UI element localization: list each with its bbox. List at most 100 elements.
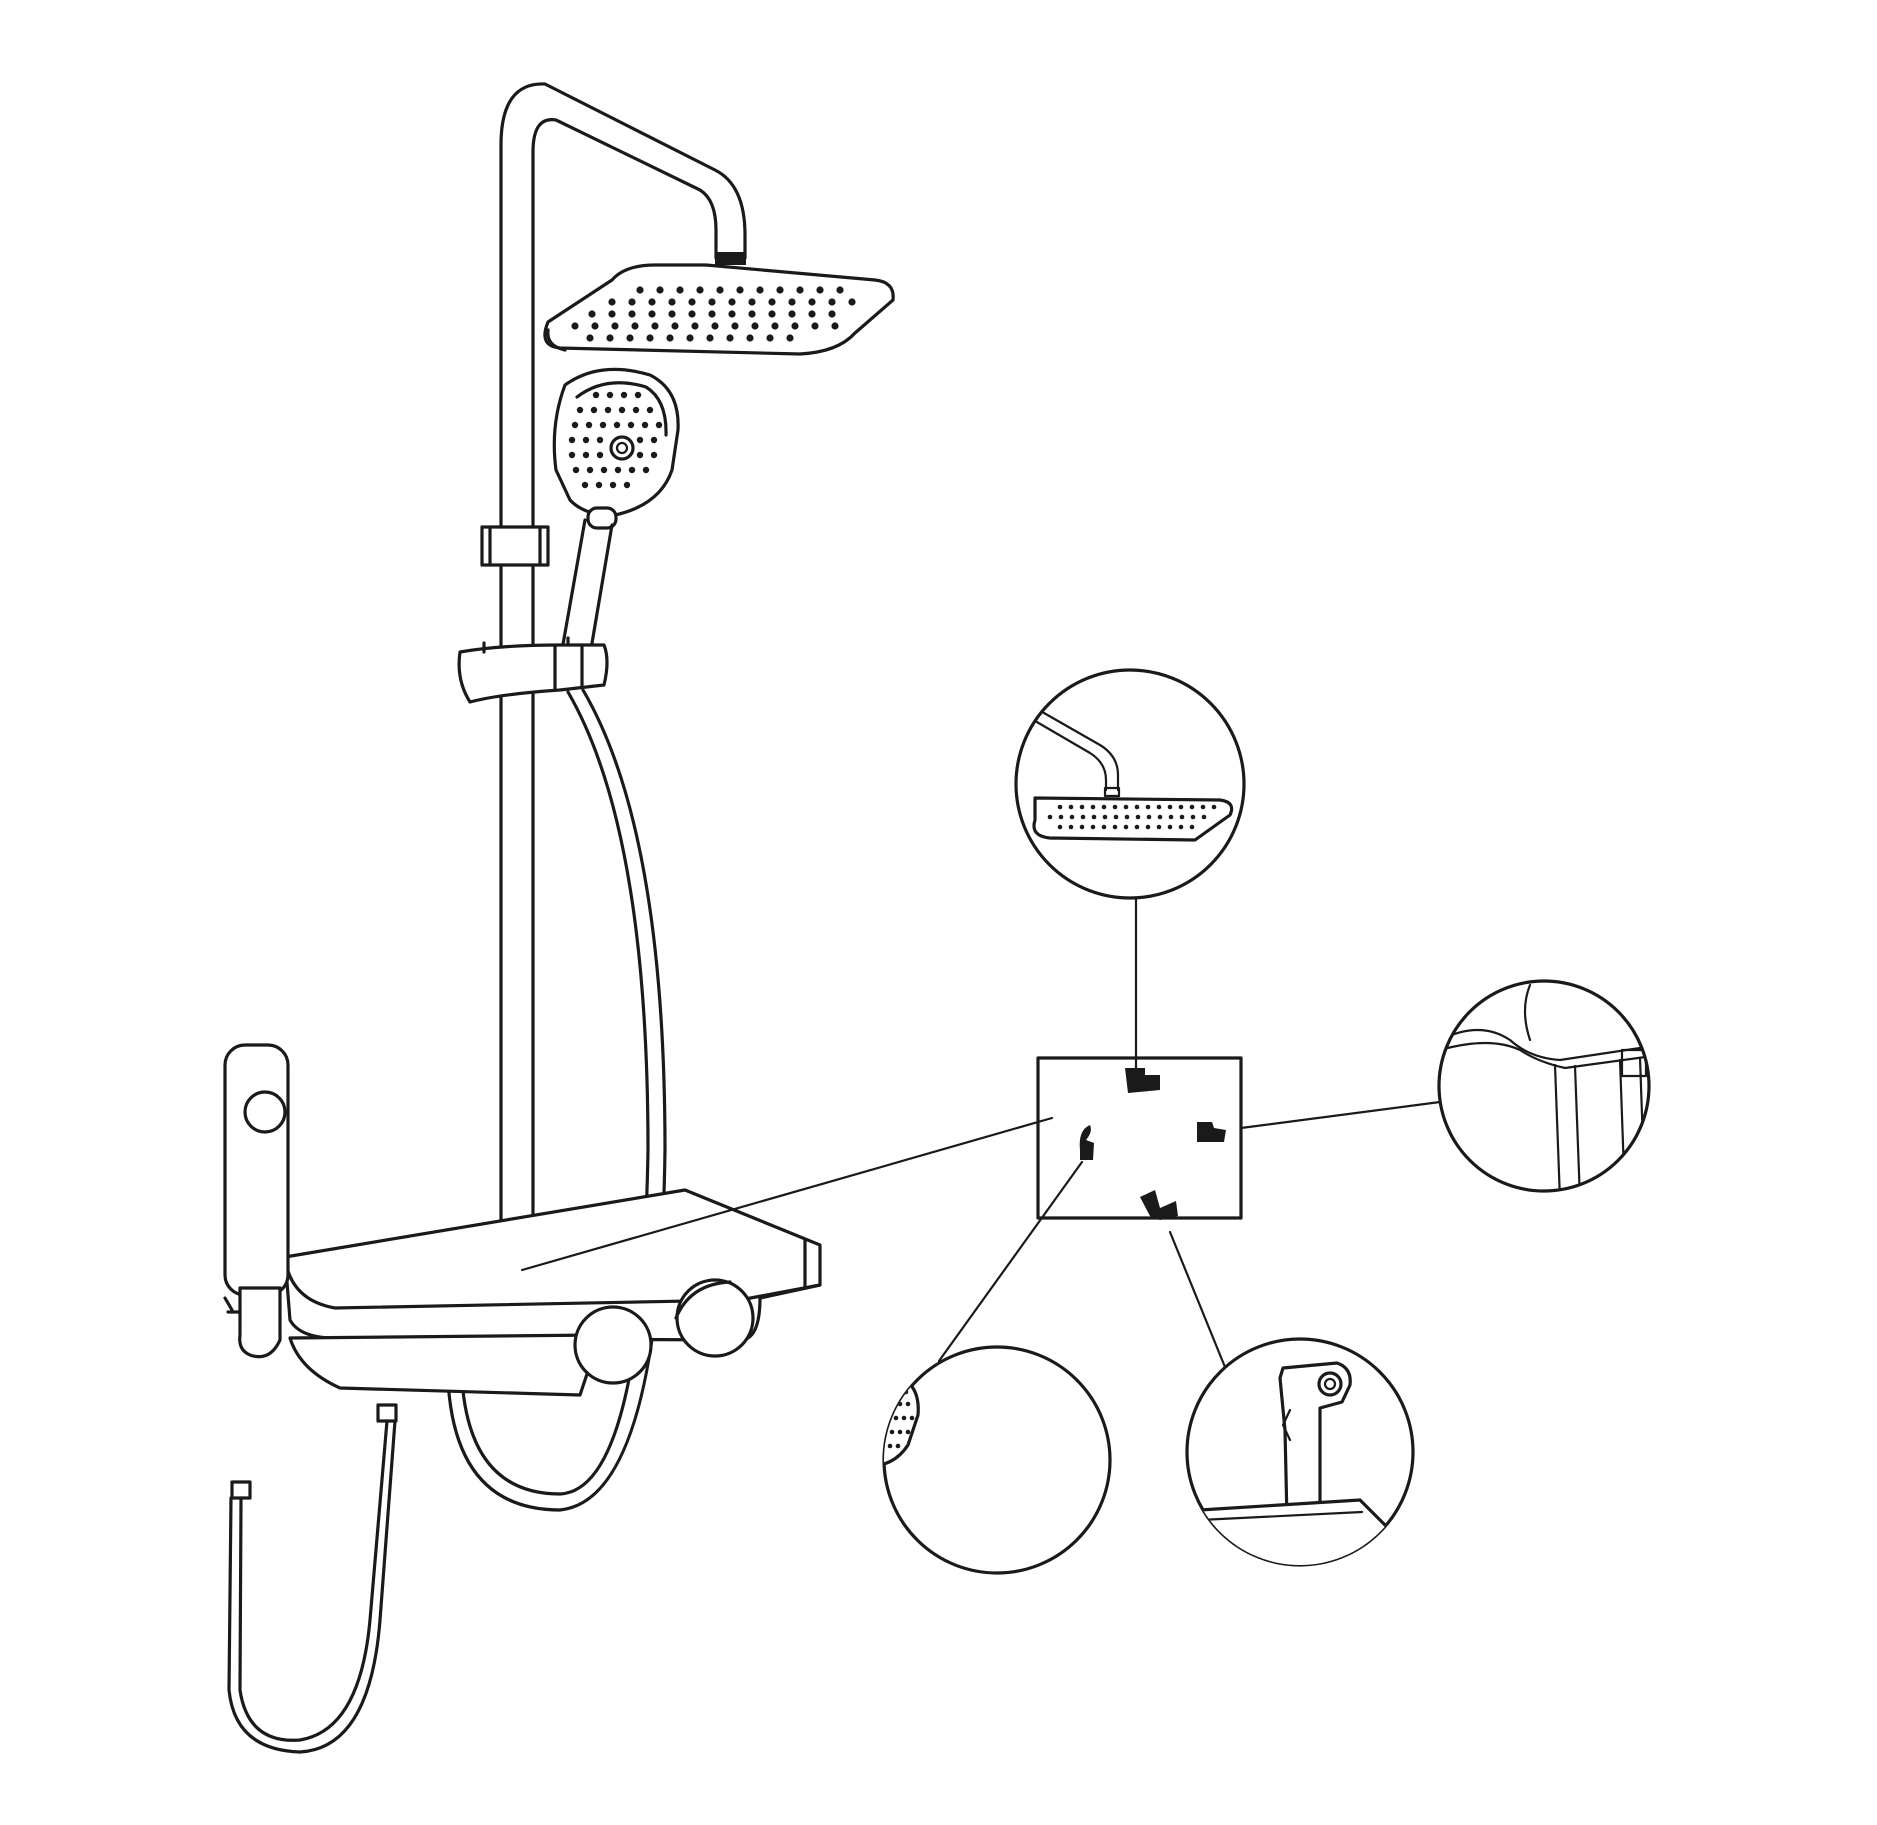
nozzle-dot	[708, 298, 716, 306]
nozzle-dot	[613, 421, 621, 429]
nozzle-dot	[905, 1429, 911, 1435]
nozzle-dot	[736, 286, 744, 294]
nozzle-dot	[791, 322, 799, 330]
nozzle-dot	[1068, 824, 1074, 830]
nozzle-dot	[1058, 814, 1064, 820]
nozzle-dot	[1112, 804, 1118, 810]
nozzle-dot	[771, 322, 779, 330]
nozzle-dot	[901, 1415, 907, 1421]
nozzle-dot	[611, 322, 619, 330]
nozzle-dot	[746, 334, 754, 342]
nozzle-dot	[889, 1429, 895, 1435]
nozzle-dot	[628, 466, 636, 474]
nozzle-dot	[1168, 814, 1174, 820]
nozzle-dot	[608, 298, 616, 306]
nozzle-dot	[646, 334, 654, 342]
nozzle-dot	[728, 310, 736, 318]
nozzle-dot	[628, 298, 636, 306]
hand-shower-detail	[858, 1345, 1112, 1575]
nozzle-dot	[768, 310, 776, 318]
nozzle-dot	[864, 1444, 869, 1449]
nozzle-dot	[634, 391, 642, 399]
nozzle-dot	[620, 391, 628, 399]
nozzle-dot	[618, 406, 626, 414]
nozzle-dot	[591, 322, 599, 330]
nozzle-dot	[1080, 814, 1086, 820]
nozzle-dot	[1057, 824, 1063, 830]
nozzle-dot	[596, 451, 604, 459]
nozzle-dot	[642, 466, 650, 474]
nozzle-dot	[1201, 814, 1207, 820]
nozzle-dot	[786, 334, 794, 342]
nozzle-dot	[604, 406, 612, 414]
nozzle-dot	[831, 322, 839, 330]
nozzle-dot	[866, 1416, 871, 1421]
nozzle-dot	[576, 406, 584, 414]
overhead-shower-head	[543, 252, 895, 356]
marker-bottom	[1140, 1190, 1178, 1220]
nozzle-dot	[596, 436, 604, 444]
nozzle-dot	[599, 421, 607, 429]
nozzle-dot	[691, 322, 699, 330]
nozzle-dot	[1047, 814, 1053, 820]
nozzle-dot	[776, 286, 784, 294]
nozzle-dot	[1090, 804, 1096, 810]
nozzle-dot	[1189, 824, 1195, 830]
nozzle-dot	[1079, 824, 1085, 830]
nozzle-dot	[874, 1430, 879, 1435]
nozzle-dot	[1200, 804, 1206, 810]
hand-shower-holder	[457, 525, 609, 704]
nozzle-dot	[1156, 824, 1162, 830]
nozzle-dot	[592, 391, 600, 399]
shelf-corner-detail	[1437, 979, 1651, 1193]
hand-nozzle-dots	[568, 391, 663, 489]
nozzle-dot	[623, 481, 631, 489]
nozzle-dot	[636, 436, 644, 444]
nozzle-dot	[884, 1389, 885, 1395]
nozzle-dot	[1146, 814, 1152, 820]
nozzle-dot	[1101, 824, 1107, 830]
nozzle-dot	[1102, 814, 1108, 820]
nozzle-dot	[1057, 804, 1063, 810]
nozzle-dot	[808, 298, 816, 306]
nozzle-dot	[582, 451, 590, 459]
nozzle-dot	[627, 421, 635, 429]
nozzle-dot	[751, 322, 759, 330]
nozzle-dot	[768, 298, 776, 306]
nozzle-dot	[586, 334, 594, 342]
nozzle-dot	[866, 1402, 871, 1407]
nozzle-dot	[895, 1389, 901, 1395]
nozzle-dot	[568, 436, 576, 444]
nozzle-dot	[606, 391, 614, 399]
marker-top	[1125, 1068, 1160, 1093]
nozzle-dot	[884, 1401, 887, 1407]
nozzle-dot	[686, 334, 694, 342]
nozzle-dot	[676, 286, 684, 294]
nozzle-dot	[893, 1415, 899, 1421]
nozzle-dot	[586, 466, 594, 474]
nozzle-dot	[726, 334, 734, 342]
nozzle-dot	[651, 322, 659, 330]
nozzle-dot	[571, 421, 579, 429]
nozzle-dot	[632, 406, 640, 414]
spray-hose	[227, 1403, 398, 1754]
nozzle-dot	[756, 286, 764, 294]
nozzle-dot	[1135, 814, 1141, 820]
nozzle-dot	[668, 298, 676, 306]
nozzle-dot	[1167, 804, 1173, 810]
marker-left	[1079, 1125, 1094, 1160]
nozzle-dot	[1190, 814, 1196, 820]
nozzle-dot	[646, 406, 654, 414]
nozzle-dot	[609, 481, 617, 489]
nozzle-dot	[858, 1402, 863, 1407]
nozzle-dot	[1112, 824, 1118, 830]
nozzle-dot	[1167, 824, 1173, 830]
nozzle-dot	[788, 298, 796, 306]
nozzle-dot	[1123, 824, 1129, 830]
nozzle-dot	[728, 298, 736, 306]
nozzle-dot	[828, 310, 836, 318]
nozzle-dot	[648, 310, 656, 318]
nozzle-dot	[581, 481, 589, 489]
nozzle-dot	[641, 421, 649, 429]
hand-shower	[552, 367, 680, 657]
